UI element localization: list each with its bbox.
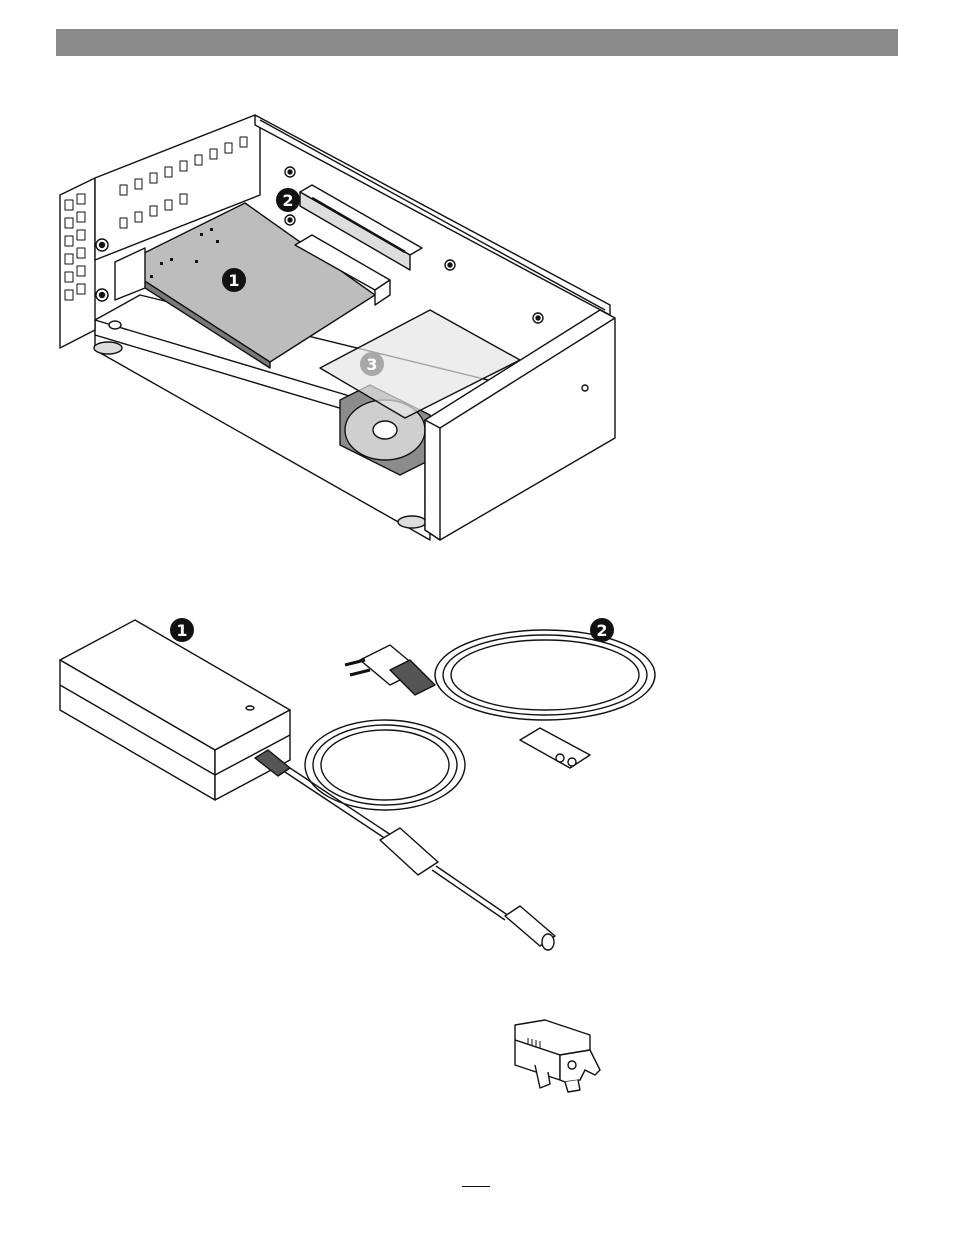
callout-2: 2 — [590, 618, 614, 642]
page-number — [462, 1186, 490, 1203]
header-bar — [56, 29, 898, 56]
callout-1: 1 — [222, 268, 246, 292]
bracket-illustration — [490, 1010, 610, 1100]
callout-1: 1 — [170, 618, 194, 642]
enclosure-illustration: 1 2 3 — [50, 100, 630, 550]
power-supply-illustration: 1 2 — [50, 600, 630, 970]
callout-3: 3 — [360, 352, 384, 376]
callout-2: 2 — [276, 188, 300, 212]
